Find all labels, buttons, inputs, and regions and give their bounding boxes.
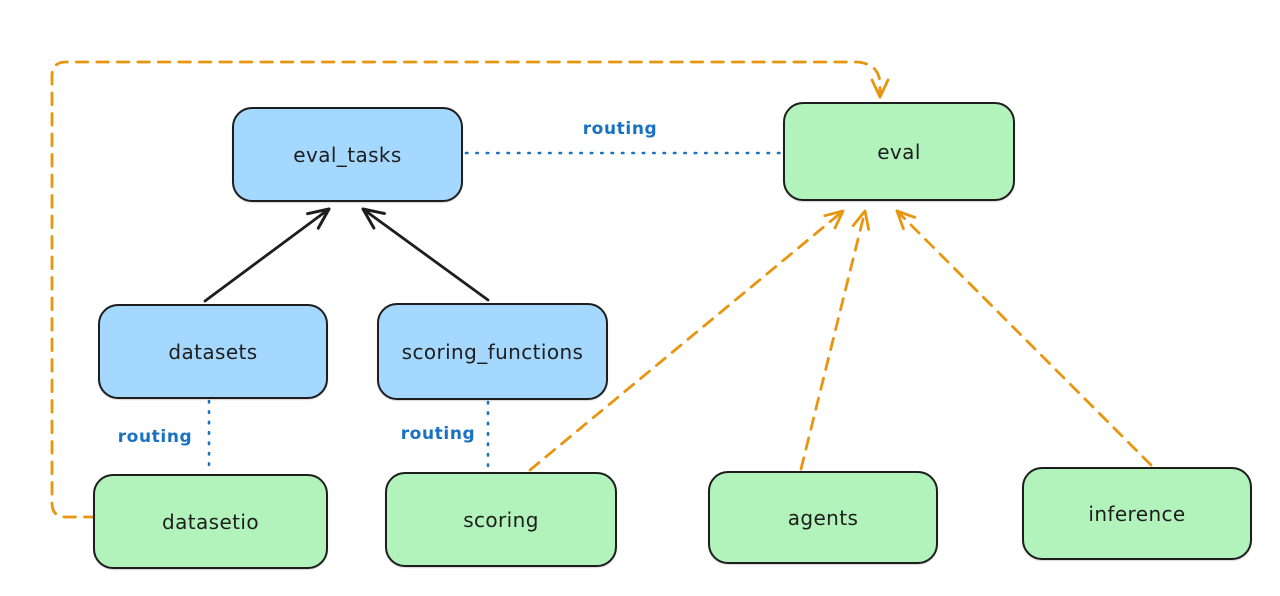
node-eval-tasks: eval_tasks bbox=[232, 107, 463, 202]
node-inference: inference bbox=[1022, 467, 1252, 560]
node-agents: agents bbox=[708, 471, 938, 564]
edge-datasets-to-eval-tasks bbox=[203, 207, 331, 303]
edge-label-routing-datasets-datasetio: routing bbox=[117, 427, 193, 447]
edge-datasetio-to-eval-elbow bbox=[50, 60, 890, 519]
node-datasetio-label: datasetio bbox=[161, 509, 259, 534]
node-scoring-functions-label: scoring_functions bbox=[401, 339, 584, 364]
node-datasets-label: datasets bbox=[168, 339, 258, 364]
node-scoring-functions: scoring_functions bbox=[377, 303, 608, 400]
edge-label-routing-eval-tasks-eval: routing bbox=[582, 119, 658, 139]
node-agents-label: agents bbox=[787, 505, 859, 530]
edge-agents-to-eval bbox=[799, 209, 871, 471]
node-scoring: scoring bbox=[385, 472, 617, 567]
node-eval-tasks-label: eval_tasks bbox=[293, 142, 402, 167]
node-eval: eval bbox=[783, 102, 1015, 201]
edge-label-routing-scoring-functions-scoring: routing bbox=[400, 424, 476, 444]
node-eval-label: eval bbox=[877, 139, 921, 164]
node-datasetio: datasetio bbox=[93, 474, 328, 569]
node-inference-label: inference bbox=[1088, 501, 1186, 526]
node-datasets: datasets bbox=[98, 304, 328, 399]
edge-inference-to-eval bbox=[895, 209, 1153, 467]
edge-scoring-functions-to-eval-tasks bbox=[361, 207, 490, 302]
node-scoring-label: scoring bbox=[463, 507, 539, 532]
